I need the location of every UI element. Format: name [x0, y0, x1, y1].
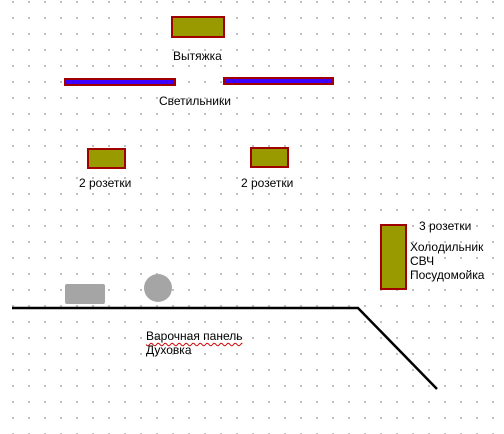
appliance-list: Холодильник СВЧ Посудомойка — [410, 240, 484, 282]
fridge-label: Холодильник — [410, 240, 484, 254]
sockets-three-label: 3 розетки — [419, 219, 472, 233]
hood-label: Вытяжка — [173, 49, 222, 63]
sockets-left-label: 2 розетки — [79, 176, 132, 190]
socket-box-left[interactable] — [87, 148, 126, 169]
dishwasher-label: Посудомойка — [410, 268, 485, 282]
lights-label: Светильники — [159, 94, 231, 108]
socket-box-vertical[interactable] — [380, 224, 407, 290]
microwave-label: СВЧ — [410, 254, 435, 268]
hob-label: Варочная панель — [146, 329, 243, 343]
sockets-right-label: 2 розетки — [241, 176, 294, 190]
oven-label: Духовка — [146, 343, 192, 357]
hob-oven-block: Варочная панель Духовка — [146, 329, 242, 357]
light-bar-left[interactable] — [64, 78, 176, 86]
grey-rectangle[interactable] — [65, 284, 105, 304]
grey-circle[interactable] — [144, 274, 172, 302]
socket-box-right[interactable] — [250, 147, 289, 168]
light-bar-right[interactable] — [223, 77, 334, 85]
hood-box[interactable] — [171, 16, 225, 38]
